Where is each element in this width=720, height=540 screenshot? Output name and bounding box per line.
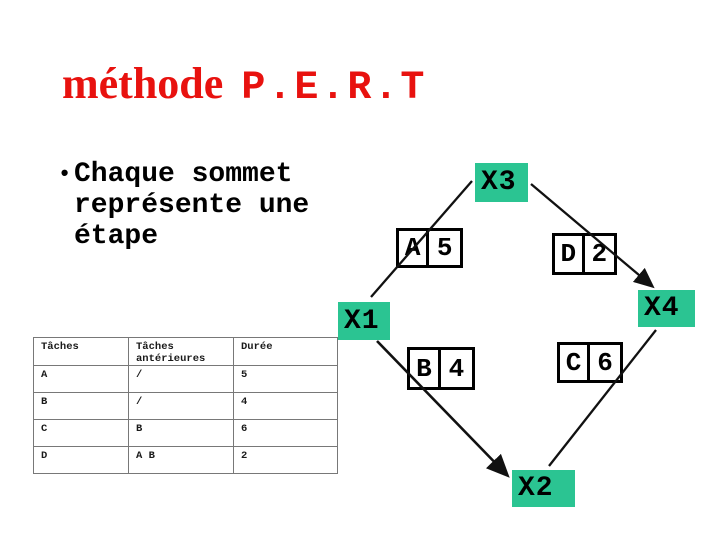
edge-task: A [399,231,430,265]
edge-duration: 5 [436,233,453,263]
node-x1: X1 [338,302,390,340]
table-cell: C [33,419,129,447]
table-cell: 5 [233,365,338,393]
table-row: B / 4 [33,392,338,420]
table-cell: 2 [233,446,338,474]
bullet-marker-icon: • [58,162,72,187]
table-cell: B [33,392,129,420]
table-cell: / [128,392,234,420]
table-cell: D [33,446,129,474]
table-row: C B 6 [33,419,338,447]
table-header-cell: Durée [233,337,338,366]
table-cell: A B [128,446,234,474]
table-cell: 4 [233,392,338,420]
node-x2: X2 [512,470,575,507]
edge-task: D [555,236,585,272]
node-x4: X4 [638,290,695,327]
table-row: D A B 2 [33,446,338,474]
edge-duration: 6 [597,347,613,378]
edge-label-a: A 5 [396,228,463,268]
edge-task: B [410,350,441,387]
edge-task: C [560,345,590,380]
edge-duration: 2 [591,239,608,269]
bullet-item: • Chaque sommet représente une étape [58,159,358,252]
table-row: A / 5 [33,365,338,393]
table-cell: B [128,419,234,447]
table-cell: / [128,365,234,393]
tasks-table: Tâches Tâches antérieures Durée A / 5 B … [33,337,338,474]
node-x3: X3 [475,163,528,202]
edge-label-b: B 4 [407,347,475,390]
title-method: méthode [62,59,224,108]
table-cell: A [33,365,129,393]
table-header-cell: Tâches [33,337,129,366]
edge-label-d: D 2 [552,233,617,275]
table-header-row: Tâches Tâches antérieures Durée [33,337,338,366]
edge-duration: 4 [448,353,465,384]
page-title: méthode P.E.R.T [62,58,427,111]
table-cell: 6 [233,419,338,447]
title-pert: P.E.R.T [241,66,427,111]
edge-label-c: C 6 [557,342,623,383]
table-header-cell: Tâches antérieures [128,337,234,366]
bullet-text: Chaque sommet représente une étape [74,159,310,252]
